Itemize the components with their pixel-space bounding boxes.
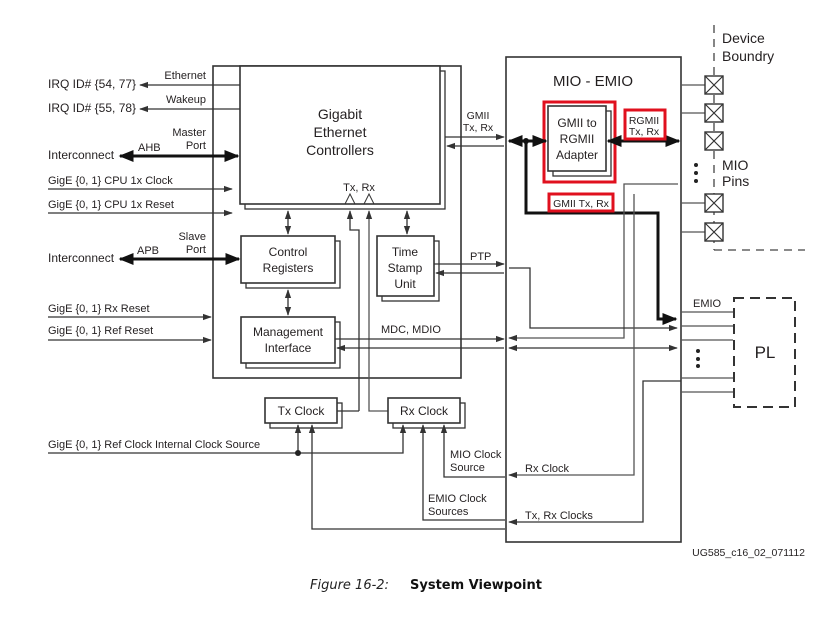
control-registers-label-2: Registers	[263, 261, 314, 275]
gmii-txrx-highlight	[547, 192, 615, 213]
rgmii-label-1: RGMII	[629, 115, 659, 127]
management-label-1: Management	[253, 325, 324, 339]
irq-wakeup-target: IRQ ID# {55, 78}	[48, 101, 136, 115]
tx-clock-label: Tx Clock	[278, 404, 326, 418]
ptp-label: PTP	[470, 251, 491, 263]
caption-number: Figure 16-2:	[310, 578, 389, 593]
irq-ethernet-target: IRQ ID# {54, 77}	[48, 77, 136, 91]
time-stamp-unit-block: Time Stamp Unit	[376, 235, 440, 302]
emio-clock-sources-label-2: Sources	[428, 506, 469, 518]
gmii-to-emio-bus	[524, 141, 678, 325]
control-registers-block: Control Registers	[240, 235, 341, 289]
device-boundary-label-1: Device	[722, 30, 765, 46]
mio-pins	[681, 75, 724, 242]
pl-block	[733, 297, 796, 408]
mio-clock-source-label-2: Source	[450, 462, 485, 474]
emio-clock-sources-label-1: EMIO Clock	[428, 493, 487, 505]
ref-clock-source-label: GigE {0, 1} Ref Clock Internal Clock Sou…	[48, 439, 260, 451]
rx-clock-signal-label: Rx Clock	[525, 463, 570, 475]
gmii-txrx-label-bg	[550, 196, 612, 210]
time-stamp-label-3: Unit	[394, 277, 416, 291]
adapter-label-3: Adapter	[556, 148, 598, 162]
mio-pins-label-1: MIO	[722, 157, 749, 173]
ellipsis-dots-icon	[696, 349, 700, 368]
control-registers-label-1: Control	[269, 245, 308, 259]
mio-pin-icon	[704, 193, 724, 213]
slave-port-label-1: Slave	[178, 231, 206, 243]
time-stamp-label-1: Time	[392, 245, 419, 259]
rx-clock-label: Rx Clock	[400, 404, 449, 418]
mio-pin-icon	[704, 75, 724, 95]
emio-clock-sources-rx-line	[419, 424, 505, 521]
device-boundary-label-2: Boundry	[722, 48, 774, 64]
caption-title: System Viewpoint	[410, 578, 542, 593]
rgmii-label-2: Tx, Rx	[629, 126, 660, 138]
figure-id: UG585_c16_02_071112	[692, 547, 805, 559]
rgmii-highlight	[623, 108, 667, 141]
mio-pin-icon	[704, 222, 724, 242]
gmii-label-1: GMII	[467, 110, 490, 122]
mio-pins-label-2: Pins	[722, 173, 749, 189]
rx-clock-block: Rx Clock	[387, 397, 466, 429]
mio-emio-label: MIO - EMIO	[553, 73, 633, 90]
ref-clock-to-rx-clock-line	[48, 424, 407, 454]
master-port-label-2: Port	[186, 140, 206, 152]
adapter-label-1: GMII to	[557, 116, 597, 130]
rx-reset-label: GigE {0, 1} Rx Reset	[48, 303, 150, 315]
emio-label: EMIO	[693, 298, 722, 310]
rx-clock-to-gec-line	[365, 210, 388, 412]
irq-ethernet-label: Ethernet	[164, 70, 206, 82]
mio-clock-source-line	[440, 424, 505, 478]
gmii-to-rgmii-adapter-block: GMII to RGMII Adapter	[547, 105, 612, 177]
gmii-label-2: Tx, Rx	[463, 122, 494, 134]
cpu-1x-reset-label: GigE {0, 1} CPU 1x Reset	[48, 199, 174, 211]
tx-clock-to-gec-line	[346, 210, 360, 411]
gmii-txrx-label: GMII Tx, Rx	[553, 198, 610, 210]
mio-pin-icon	[704, 131, 724, 151]
management-interface-block: Management Interface	[240, 316, 341, 369]
emio-clock-sources-tx-line	[308, 424, 505, 530]
mio-emio-box	[505, 56, 682, 543]
gec-label-1: Gigabit	[318, 106, 362, 122]
slave-port-label-2: Port	[186, 244, 206, 256]
interconnect-ahb-target: Interconnect	[48, 148, 115, 162]
txrx-clocks-label: Tx, Rx Clocks	[525, 510, 593, 522]
emio-txrx-clocks-line	[508, 380, 681, 526]
cpu-1x-clock-label: GigE {0, 1} CPU 1x Clock	[48, 175, 173, 187]
ref-reset-label: GigE {0, 1} Ref Reset	[48, 325, 153, 337]
gec-clock-inputs-label: Tx, Rx	[343, 182, 375, 194]
time-stamp-label-2: Stamp	[388, 261, 423, 275]
ptp-to-emio-line	[509, 267, 678, 332]
gec-label-2: Ethernet	[314, 124, 367, 140]
mdc-mdio-label: MDC, MDIO	[381, 324, 441, 336]
junction-dot	[295, 450, 301, 456]
ahb-bus-label: AHB	[138, 142, 161, 154]
mio-pin-icon	[704, 103, 724, 123]
emio-lines	[681, 311, 733, 393]
mio-clock-source-label-1: MIO Clock	[450, 449, 502, 461]
mio-rx-clock-line	[508, 194, 635, 479]
tx-clock-block: Tx Clock	[264, 397, 343, 429]
tx-clock-input-triangle-icon	[344, 192, 356, 205]
mio-to-ptp-line	[508, 183, 678, 342]
master-port-label-1: Master	[172, 127, 206, 139]
pl-label: PL	[755, 343, 776, 362]
adapter-label-2: RGMII	[560, 132, 595, 146]
management-label-2: Interface	[265, 341, 312, 355]
irq-wakeup-label: Wakeup	[166, 94, 206, 106]
gec-label-3: Controllers	[306, 142, 374, 158]
gigabit-ethernet-controllers-block: Gigabit Ethernet Controllers Tx, Rx	[239, 65, 446, 210]
apb-bus-label: APB	[137, 245, 159, 257]
rx-clock-input-triangle-icon	[363, 192, 375, 205]
interconnect-apb-target: Interconnect	[48, 251, 115, 265]
ellipsis-dots-icon	[694, 163, 698, 183]
